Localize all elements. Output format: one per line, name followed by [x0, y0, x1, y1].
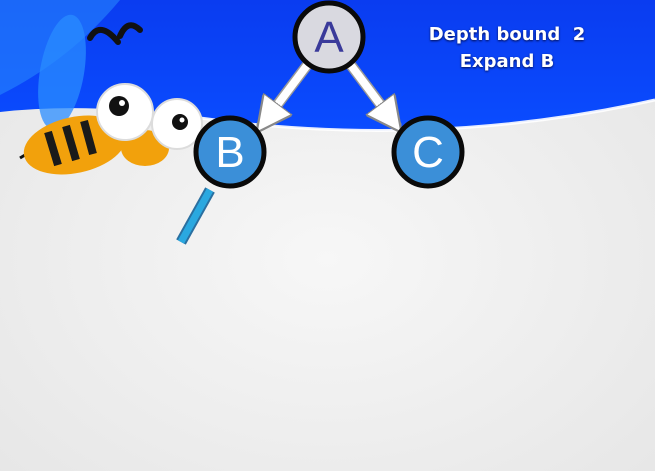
node-a-label: A [314, 13, 344, 62]
tree-node-c[interactable]: C [391, 115, 465, 189]
current-action-label: Expand B [459, 51, 555, 72]
node-c-label: C [412, 128, 444, 177]
magnifying-glass-icon [176, 187, 215, 245]
tree-edges [262, 58, 396, 125]
bee-mascot-icon [19, 14, 203, 175]
tree-node-a[interactable]: A [292, 0, 366, 74]
node-b-label: B [215, 128, 244, 177]
tree-node-b[interactable]: B [193, 115, 267, 189]
depth-bound-label: Depth bound 2 [428, 24, 586, 45]
